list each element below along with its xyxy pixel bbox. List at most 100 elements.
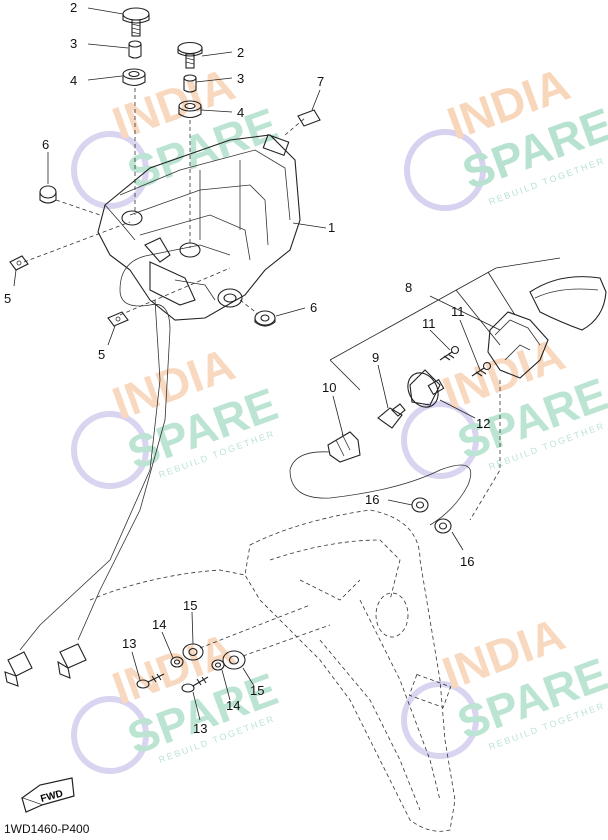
collar-part-top-left <box>128 40 142 59</box>
callout-9: 9 <box>372 350 379 365</box>
lamp-lens-cover-part <box>529 276 607 331</box>
assembly-bracket-line <box>329 257 561 361</box>
watermark-bottom-right: INDIA SPARE REBUILD TOGETHER <box>401 608 608 759</box>
leader-line <box>292 222 327 229</box>
leader-line <box>87 75 123 81</box>
callout-4: 4 <box>237 105 244 120</box>
leader-line <box>87 43 129 49</box>
callout-5: 5 <box>4 291 11 306</box>
bolt-part-top-left <box>122 7 150 37</box>
turn-signal-wire <box>19 299 161 651</box>
grommet-part-16-upper <box>411 497 429 513</box>
callout-6: 6 <box>310 300 317 315</box>
watermark-middle-left: INDIA SPARE REBUILD TOGETHER <box>71 338 284 489</box>
callout-16: 16 <box>365 492 379 507</box>
callout-5: 5 <box>98 347 105 362</box>
collar-part-top-middle <box>183 74 197 93</box>
callout-12: 12 <box>476 416 490 431</box>
callout-2: 2 <box>237 45 244 60</box>
leader-line <box>311 89 321 111</box>
callout-14: 14 <box>226 698 240 713</box>
leader-line <box>201 51 233 57</box>
screw-part-11-b <box>471 361 492 377</box>
leader-line <box>451 531 464 551</box>
license-light-wire <box>77 254 171 641</box>
leader-line <box>487 271 516 316</box>
leader-line <box>131 651 141 681</box>
clip-nut-part-5-left <box>9 255 29 271</box>
bulb-socket-part-12 <box>407 369 445 408</box>
leader-line <box>455 289 501 346</box>
clip-nut-part-5-bottom <box>107 311 129 327</box>
callout-1: 1 <box>328 220 335 235</box>
diagram-code: 1WD1460-P400 <box>4 822 90 836</box>
grommet-part-15-lower <box>222 650 246 670</box>
callout-13: 13 <box>122 636 136 651</box>
callout-8: 8 <box>405 280 412 295</box>
alignment-line <box>469 380 501 521</box>
leader-line <box>275 307 306 317</box>
leader-line <box>161 631 174 659</box>
alignment-line <box>119 267 231 316</box>
rear-fender-outline <box>89 509 456 832</box>
leader-line <box>387 499 413 506</box>
leader-line <box>439 399 476 419</box>
grommet-part-6-right <box>254 310 276 327</box>
alignment-line <box>199 604 311 649</box>
alignment-line <box>23 221 131 263</box>
callout-10: 10 <box>322 380 336 395</box>
washer-part-14-lower <box>211 659 225 671</box>
grommet-part-top-left <box>122 68 146 87</box>
wire-connector-right <box>57 643 87 679</box>
screw-part-11-a <box>439 345 460 361</box>
leader-line <box>377 364 389 409</box>
leader-line <box>459 319 481 371</box>
leader-line <box>429 329 451 351</box>
alignment-line <box>55 199 101 216</box>
leader-line <box>107 325 116 346</box>
alignment-line <box>284 117 306 136</box>
bulb-part-9 <box>377 403 406 429</box>
alignment-line <box>239 299 259 315</box>
leader-line <box>191 611 194 645</box>
leader-line <box>332 395 344 436</box>
forward-direction-icon: FWD <box>20 777 75 813</box>
mounting-bracket-part <box>97 133 301 321</box>
callout-15: 15 <box>250 683 264 698</box>
plate-part-7 <box>297 109 321 127</box>
grommet-part-6-left <box>39 185 57 204</box>
leader-line <box>429 295 501 331</box>
leader-line <box>221 669 231 701</box>
socket-cord-part-10 <box>289 431 472 526</box>
watermark-middle-right: INDIA SPARE REBUILD TOGETHER <box>401 328 608 479</box>
screw-part-13-lower <box>181 676 209 693</box>
callout-2: 2 <box>70 0 77 15</box>
callout-3: 3 <box>70 36 77 51</box>
callout-13: 13 <box>193 721 207 736</box>
watermark-top-right: INDIA SPARE REBUILD TOGETHER <box>404 58 608 211</box>
wire-connector-left <box>4 651 33 687</box>
watermark-top-left: INDIA SPARE <box>71 58 284 209</box>
bolt-part-top-middle <box>177 41 203 69</box>
callout-11: 11 <box>451 304 465 319</box>
leader-line <box>87 7 124 15</box>
leader-line <box>329 359 361 391</box>
callout-14: 14 <box>152 617 166 632</box>
callout-15: 15 <box>183 598 197 613</box>
callout-3: 3 <box>237 71 244 86</box>
screw-part-13-upper <box>136 673 165 689</box>
callout-7: 7 <box>317 74 324 89</box>
callout-16: 16 <box>460 554 474 569</box>
leader-line <box>192 691 201 721</box>
grommet-part-top-middle <box>178 100 202 119</box>
lamp-housing-part <box>487 311 549 379</box>
alignment-line <box>242 624 331 657</box>
callout-11: 11 <box>422 316 436 331</box>
callout-4: 4 <box>70 73 77 88</box>
leader-line <box>200 109 233 113</box>
callout-6: 6 <box>42 137 49 152</box>
leader-line <box>13 269 17 287</box>
grommet-part-16-lower <box>434 518 452 534</box>
leader-line <box>195 77 233 83</box>
